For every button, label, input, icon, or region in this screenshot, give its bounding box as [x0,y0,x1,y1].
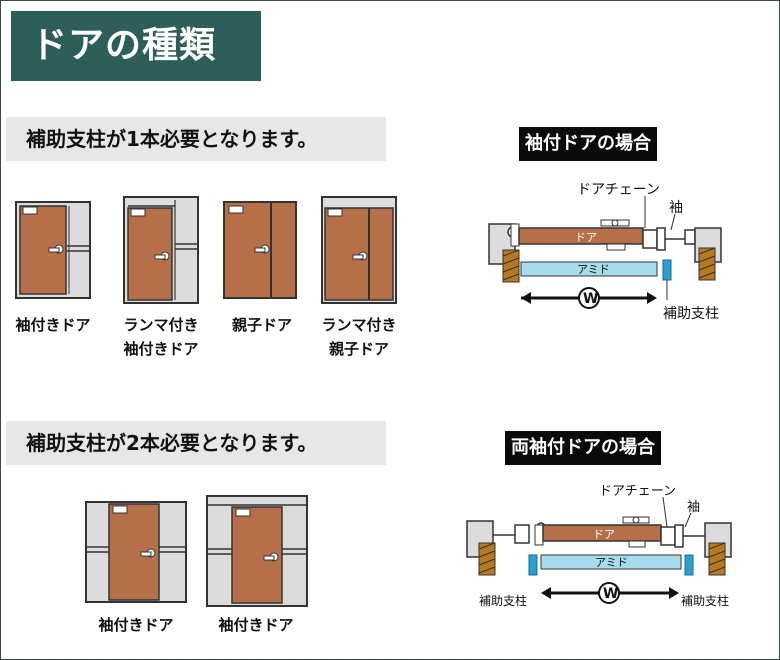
door-icon-transom-double-sleeve [206,495,308,607]
caption-door-type: 袖付きドア [15,316,91,334]
label-door: ドア [575,231,597,244]
diagram-sleeve-door-plan: ドア アミド W ドアチェーン 袖 補助支柱 [488,182,722,322]
label-width: W [583,291,598,307]
label-door: ドア [593,528,615,541]
caption-door-type: 親子ドア [231,316,292,334]
door-icon-transom-parent-child [321,196,397,304]
section-header-one-post: 補助支柱が1本必要となります。 [6,117,386,161]
label-support-post: 補助支柱 [663,306,719,322]
label-sleeve: 袖 [669,200,683,216]
diagram-title-sleeve: 袖付ドアの場合 [519,127,657,161]
caption-door-type: ランマ付き 袖付きドア [123,316,199,358]
page-title: ドアの種類 [11,11,261,81]
door-icon-double-sleeve [85,501,187,603]
label-width: W [603,586,618,602]
caption-door-type: 袖付きドア [98,616,174,634]
caption-door-type: 袖付きドア [218,616,294,634]
label-screen: アミド [595,556,628,569]
door-icon-sleeve [15,201,91,299]
label-support-post-left: 補助支柱 [479,593,527,608]
section-header-two-posts: 補助支柱が2本必要となります。 [6,421,386,465]
label-door-chain: ドアチェーン [577,182,660,198]
label-door-chain: ドアチェーン [599,484,676,499]
diagram-double-sleeve-door-plan: ドア アミド W ドアチェーン 袖 補助支柱 補助支柱 [466,484,732,608]
label-screen: アミド [577,263,610,276]
label-sleeve: 袖 [687,500,700,515]
door-icon-transom-sleeve [123,196,199,304]
door-icon-parent-child [223,201,297,299]
caption-door-type: ランマ付き 親子ドア [321,316,397,358]
diagram-title-double-sleeve: 両袖付ドアの場合 [505,431,661,465]
label-support-post-right: 補助支柱 [681,593,729,608]
